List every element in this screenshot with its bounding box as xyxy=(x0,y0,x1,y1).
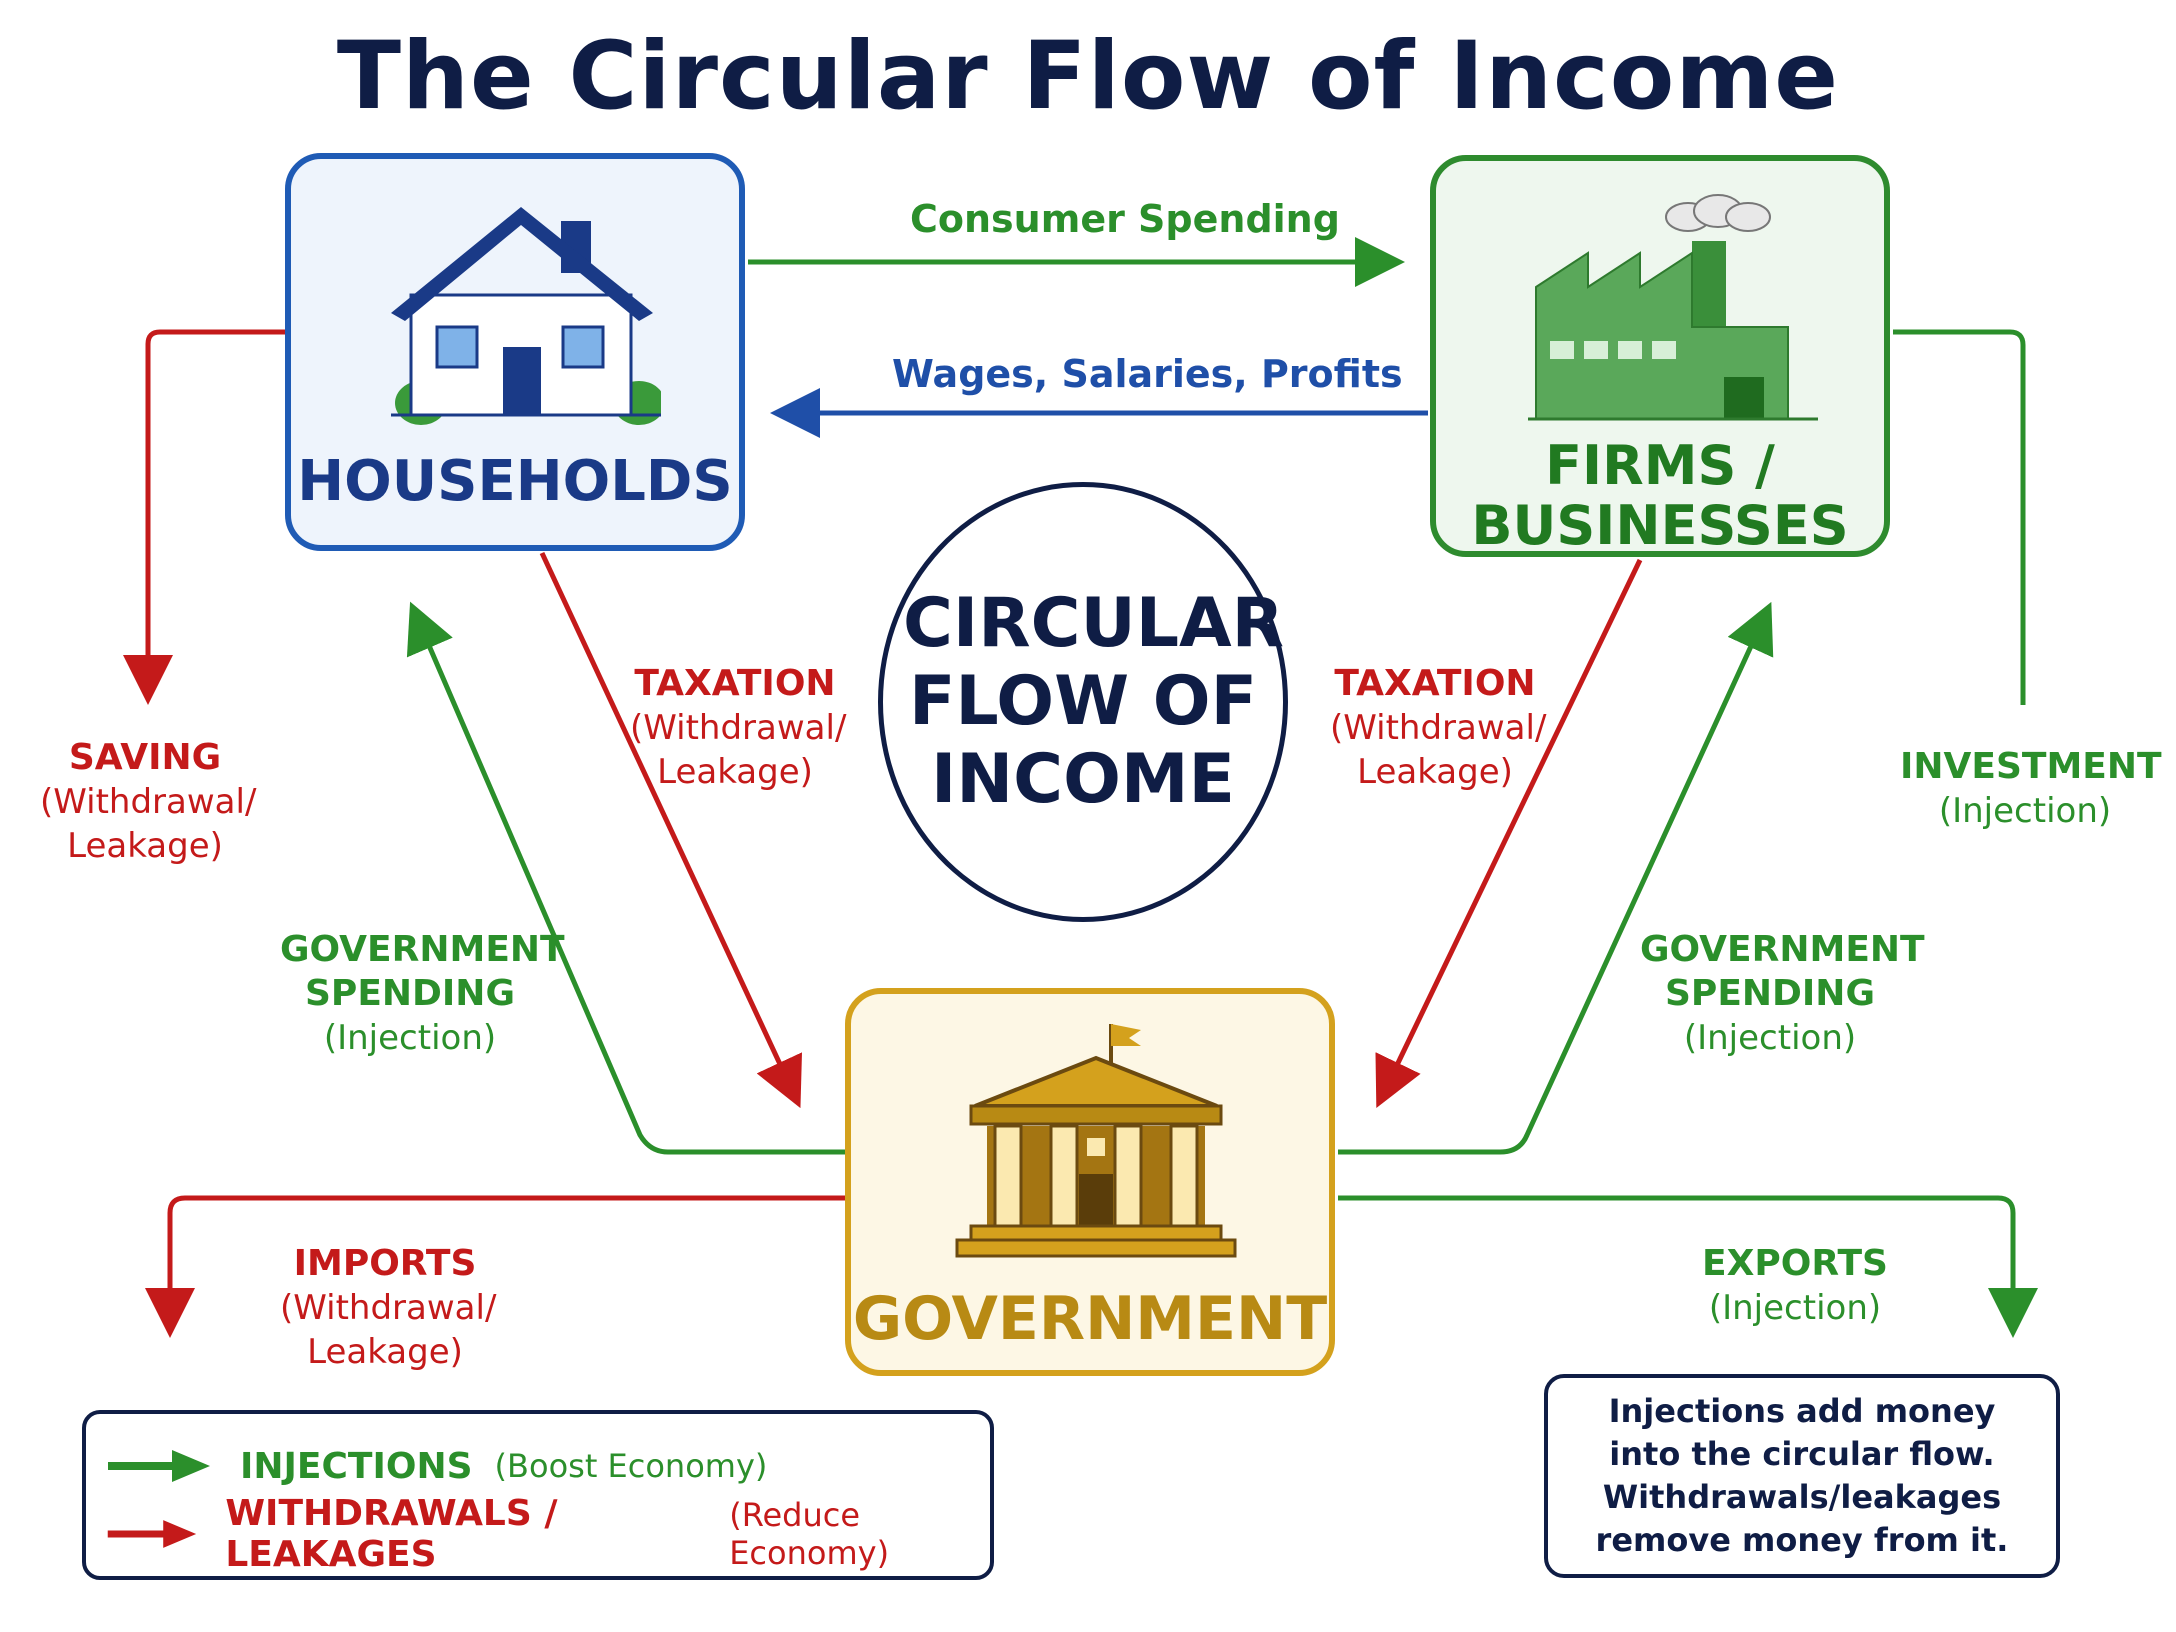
saving-arrow xyxy=(123,329,285,705)
imports-sub1: (Withdrawal/ xyxy=(280,1288,497,1328)
firms-node: FIRMS / BUSINESSES xyxy=(1430,155,1890,557)
taxation-left-sub1: (Withdrawal/ xyxy=(630,708,847,748)
legend-withdrawals: WITHDRAWALS / LEAKAGES (Reduce Economy) xyxy=(106,1493,990,1575)
note-box: Injections add money into the circular f… xyxy=(1544,1374,2060,1578)
gov-spending-right-main1: GOVERNMENT xyxy=(1640,929,1925,970)
exports-label: EXPORTS (Injection) xyxy=(1690,1242,1900,1330)
gov-spending-right-sub: (Injection) xyxy=(1683,1018,1857,1058)
gov-spending-left-arrow xyxy=(406,601,845,1155)
taxation-right-sub1: (Withdrawal/ xyxy=(1330,708,1547,748)
wages-label: Wages, Salaries, Profits xyxy=(892,352,1403,396)
gov-spending-left-sub: (Injection) xyxy=(323,1018,497,1058)
imports-label: IMPORTS (Withdrawal/ Leakage) xyxy=(280,1242,497,1374)
taxation-left-arrow xyxy=(539,551,803,1109)
firms-label-line1: FIRMS / xyxy=(1545,434,1775,497)
taxation-right-arrow xyxy=(1375,558,1643,1109)
households-label: HOUSEHOLDS xyxy=(297,449,733,514)
gov-spending-left-main2: SPENDING xyxy=(305,973,515,1014)
legend: INJECTIONS (Boost Economy) WITHDRAWALS /… xyxy=(82,1410,994,1580)
exports-sub: (Injection) xyxy=(1708,1288,1882,1328)
consumer-spending-label: Consumer Spending xyxy=(910,197,1340,241)
government-label: GOVERNMENT xyxy=(852,1284,1328,1354)
investment-label: INVESTMENT (Injection) xyxy=(1900,745,2162,833)
legend-withdrawals-label: WITHDRAWALS / LEAKAGES xyxy=(225,1493,558,1575)
legend-injections-label: INJECTIONS xyxy=(240,1445,473,1487)
legend-injections-note: (Boost Economy) xyxy=(494,1447,768,1485)
gov-spending-right-main2: SPENDING xyxy=(1665,973,1875,1014)
imports-arrow xyxy=(145,1195,845,1338)
exports-arrow xyxy=(1338,1195,2038,1338)
page-title: The Circular Flow of Income xyxy=(336,22,1840,131)
investment-main: INVESTMENT xyxy=(1900,746,2162,787)
gov-spending-left-label: GOVERNMENT SPENDING (Injection) xyxy=(280,928,565,1060)
taxation-right-main: TAXATION xyxy=(1334,663,1536,704)
exports-main: EXPORTS xyxy=(1702,1243,1888,1284)
note-text: Injections add money into the circular f… xyxy=(1595,1392,2009,1559)
households-node: HOUSEHOLDS xyxy=(285,153,745,551)
center-label: CIRCULAR FLOW OF INCOME xyxy=(903,584,1285,819)
legend-injections: INJECTIONS (Boost Economy) xyxy=(106,1436,767,1496)
factory-icon xyxy=(1528,194,1818,421)
taxation-left-sub2: Leakage) xyxy=(657,752,813,792)
government-node: GOVERNMENT xyxy=(845,988,1335,1376)
gov-spending-left-main1: GOVERNMENT xyxy=(280,929,565,970)
saving-main: SAVING xyxy=(68,737,222,778)
government-building-icon xyxy=(955,1024,1237,1258)
imports-main: IMPORTS xyxy=(293,1243,477,1284)
center-circle: CIRCULAR FLOW OF INCOME xyxy=(878,482,1288,922)
firms-label-line2: BUSINESSES xyxy=(1471,494,1849,557)
investment-arrow xyxy=(1893,329,2026,705)
taxation-left-main: TAXATION xyxy=(634,663,836,704)
investment-sub: (Injection) xyxy=(1938,791,2112,831)
saving-label: SAVING (Withdrawal/ Leakage) xyxy=(40,736,257,868)
saving-sub2: Leakage) xyxy=(67,826,223,866)
taxation-right-label: TAXATION (Withdrawal/ Leakage) xyxy=(1330,662,1547,794)
green-arrow-icon xyxy=(108,1450,210,1482)
legend-withdrawals-note: (Reduce Economy) xyxy=(729,1496,890,1572)
taxation-right-sub2: Leakage) xyxy=(1357,752,1513,792)
gov-spending-right-label: GOVERNMENT SPENDING (Injection) xyxy=(1640,928,1925,1060)
firms-label: FIRMS / BUSINESSES xyxy=(1436,436,1884,556)
house-icon xyxy=(391,207,661,425)
saving-sub1: (Withdrawal/ xyxy=(40,782,257,822)
imports-sub2: Leakage) xyxy=(307,1332,463,1372)
gov-spending-right-arrow xyxy=(1338,601,1774,1155)
red-arrow-icon xyxy=(107,1520,197,1548)
taxation-left-label: TAXATION (Withdrawal/ Leakage) xyxy=(630,662,847,794)
